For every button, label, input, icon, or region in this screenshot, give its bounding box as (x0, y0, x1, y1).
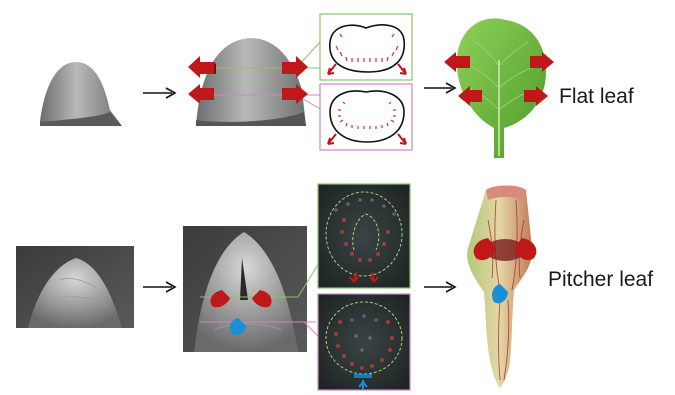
pitcher-primordium-growth-image (183, 226, 307, 352)
pitcher-upper-section-inset (318, 184, 410, 288)
flat-upper-section-inset (320, 14, 412, 80)
flow-arrow-icon (143, 282, 175, 292)
flat-primordium-growth-image (196, 38, 306, 126)
pitcher-primordium-image (16, 246, 134, 328)
flat-leaf-image (457, 18, 546, 158)
flow-arrow-icon (424, 83, 455, 93)
pitcher-leaf-label: Pitcher leaf (548, 268, 653, 292)
flat-primordium-image (40, 62, 122, 126)
flow-arrow-icon (143, 88, 175, 98)
flat-lower-section-inset (320, 84, 412, 150)
flow-arrow-icon (424, 282, 455, 292)
pitcher-lower-section-inset (318, 294, 410, 390)
flat-leaf-label: Flat leaf (559, 85, 634, 109)
